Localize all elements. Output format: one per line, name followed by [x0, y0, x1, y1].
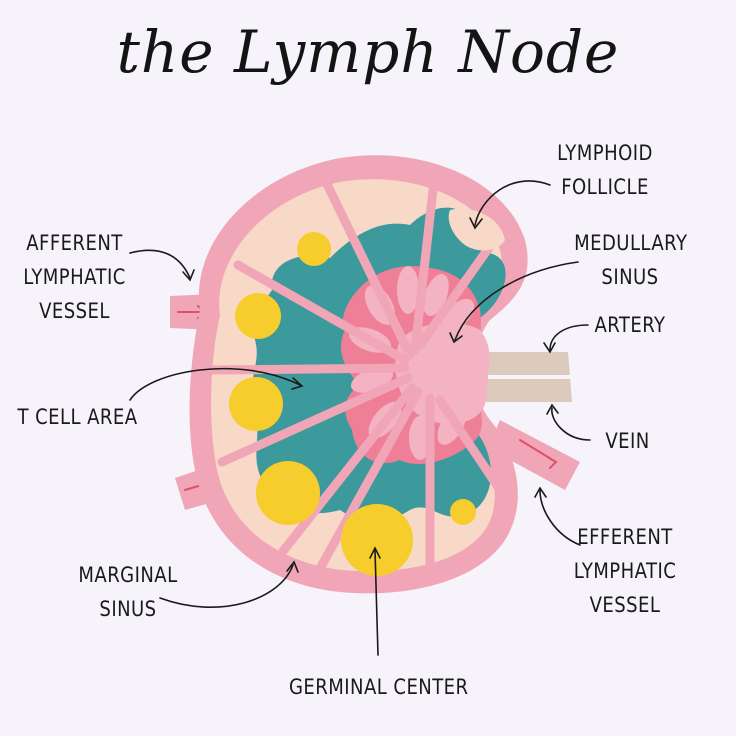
label-line: LYMPHATIC	[23, 265, 126, 289]
label-line: SINUS	[99, 597, 157, 621]
page-title: the Lymph Node	[116, 18, 620, 86]
label-line: ARTERY	[594, 313, 666, 337]
label-line: T CELL AREA	[17, 405, 138, 429]
label-line: SINUS	[601, 265, 659, 289]
follicle-lower-left	[256, 461, 320, 525]
label-line: LYMPHATIC	[573, 559, 677, 583]
pointer-arrows	[129, 180, 591, 656]
follicle-middle-left	[229, 377, 283, 431]
label-line: VESSEL	[39, 299, 110, 323]
label-line: AFFERENT	[26, 231, 123, 255]
label-medullary-sinus: MEDULLARY SINUS	[574, 226, 688, 294]
label-line: MEDULLARY	[574, 231, 688, 255]
label-line: EFFERENT	[577, 525, 673, 549]
label-artery: ARTERY	[591, 308, 668, 342]
label-line: FOLLICLE	[561, 175, 649, 199]
follicle-upper-left	[235, 293, 281, 339]
label-afferent-lymphatic-vessel: AFFERENT LYMPHATIC VESSEL	[21, 226, 129, 328]
germinal-center-follicle	[341, 504, 413, 576]
trabeculae	[208, 167, 505, 577]
follicle-top-right	[448, 208, 505, 251]
label-line: VEIN	[605, 429, 650, 453]
label-line: GERMINAL CENTER	[289, 675, 469, 699]
label-germinal-center: GERMINAL CENTER	[289, 670, 469, 704]
follicle-top	[297, 232, 331, 266]
label-marginal-sinus: MARGINAL SINUS	[76, 558, 179, 626]
label-lymphoid-follicle: LYMPHOID FOLLICLE	[553, 136, 656, 204]
label-vein: VEIN	[595, 424, 660, 458]
label-line: VESSEL	[589, 593, 661, 617]
efferent-vessel	[488, 420, 580, 490]
label-efferent-lymphatic-vessel: EFFERENT LYMPHATIC VESSEL	[569, 520, 681, 622]
lymphoid-follicles	[229, 208, 505, 576]
label-line: MARGINAL	[78, 563, 178, 587]
follicle-lower-right	[450, 499, 476, 525]
label-t-cell-area: T CELL AREA	[17, 400, 138, 434]
label-line: LYMPHOID	[557, 141, 653, 165]
artery-vessel	[485, 352, 572, 402]
